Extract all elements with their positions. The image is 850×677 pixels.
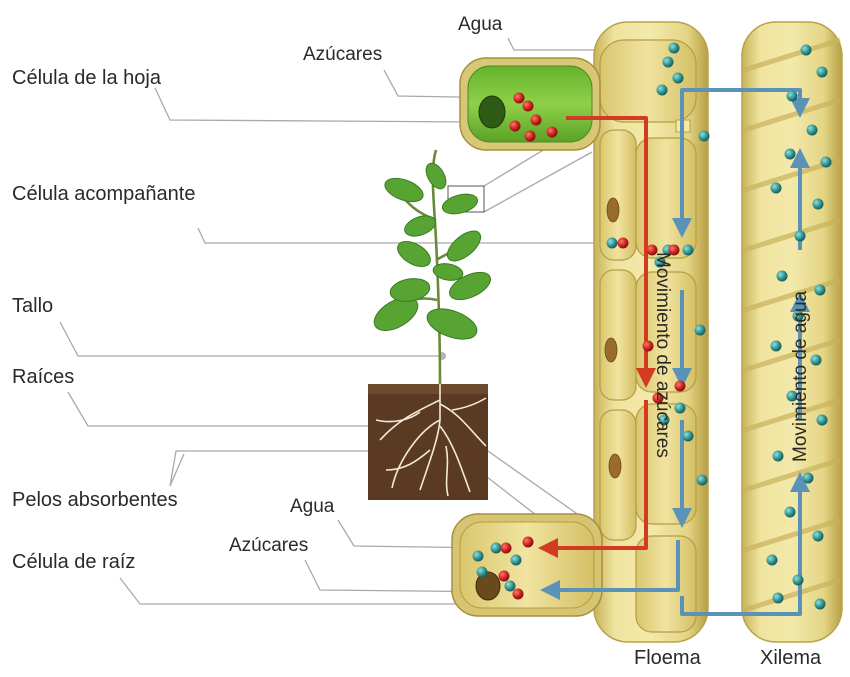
label-sugars-bottom: Azúcares: [229, 535, 308, 556]
water-particle: [477, 567, 488, 578]
water-particle: [813, 531, 824, 542]
water-particle: [815, 599, 826, 610]
label-root-cell: Célula de raíz: [12, 551, 135, 573]
water-particle: [815, 285, 826, 296]
label-leaf-cell: Célula de la hoja: [12, 67, 162, 89]
sugar-particle: [547, 127, 558, 138]
water-particle: [795, 231, 806, 242]
water-particle: [511, 555, 522, 566]
label-companion-cell: Célula acompañante: [12, 183, 195, 205]
water-particle: [821, 157, 832, 168]
sugar-particle: [643, 341, 654, 352]
leader-root-hairs: [170, 451, 402, 486]
water-particle: [699, 131, 710, 142]
water-particle: [675, 403, 686, 414]
label-xylem: Xilema: [760, 647, 822, 669]
water-particle: [607, 238, 618, 249]
water-particle: [657, 85, 668, 96]
sugar-particle: [499, 571, 510, 582]
soil-block: [368, 384, 488, 500]
water-particle: [473, 551, 484, 562]
water-particle: [773, 451, 784, 462]
water-particle: [813, 199, 824, 210]
label-water-bottom: Agua: [290, 496, 335, 517]
water-particle: [803, 473, 814, 484]
water-particle: [767, 555, 778, 566]
water-particle: [807, 125, 818, 136]
water-particle: [669, 43, 680, 54]
water-particle: [771, 341, 782, 352]
sugar-particle: [514, 93, 525, 104]
water-particle: [785, 149, 796, 160]
label-stem: Tallo: [12, 295, 53, 317]
label-sugar-movement: Movimiento de azúcares: [652, 252, 673, 458]
water-particle: [785, 507, 796, 518]
label-water-top: Agua: [458, 14, 503, 35]
sugar-particle: [531, 115, 542, 126]
sugar-particle: [523, 537, 534, 548]
water-particle: [817, 67, 828, 78]
water-particle: [673, 73, 684, 84]
water-particle: [505, 581, 516, 592]
leader-leaf-cell: [155, 88, 478, 122]
water-particle: [491, 543, 502, 554]
plant-illustration: [368, 150, 495, 500]
water-particle: [811, 355, 822, 366]
leaves-drawing: [369, 160, 495, 345]
sugar-particle: [618, 238, 629, 249]
root-cell: [452, 514, 602, 616]
sugar-particle: [523, 101, 534, 112]
label-root-hairs: Pelos absorbentes: [12, 489, 178, 511]
water-particle: [697, 475, 708, 486]
water-particle: [695, 325, 706, 336]
water-particle: [771, 183, 782, 194]
sugar-particle: [675, 381, 686, 392]
sugar-particle: [513, 589, 524, 600]
leader-roots: [68, 392, 402, 426]
sugar-particle: [501, 543, 512, 554]
label-roots: Raíces: [12, 366, 74, 388]
water-particle: [817, 415, 828, 426]
water-particle: [773, 593, 784, 604]
water-particle: [683, 431, 694, 442]
water-particle: [787, 91, 798, 102]
sugar-particle: [525, 131, 536, 142]
water-particle: [793, 575, 804, 586]
water-particle: [683, 245, 694, 256]
sugar-particle: [510, 121, 521, 132]
water-particle: [663, 57, 674, 68]
water-particle: [777, 271, 788, 282]
label-sugars-top: Azúcares: [303, 44, 382, 65]
label-water-movement: Movimiento de agua: [790, 290, 811, 462]
water-particle: [801, 45, 812, 56]
label-phloem: Floema: [634, 647, 702, 669]
